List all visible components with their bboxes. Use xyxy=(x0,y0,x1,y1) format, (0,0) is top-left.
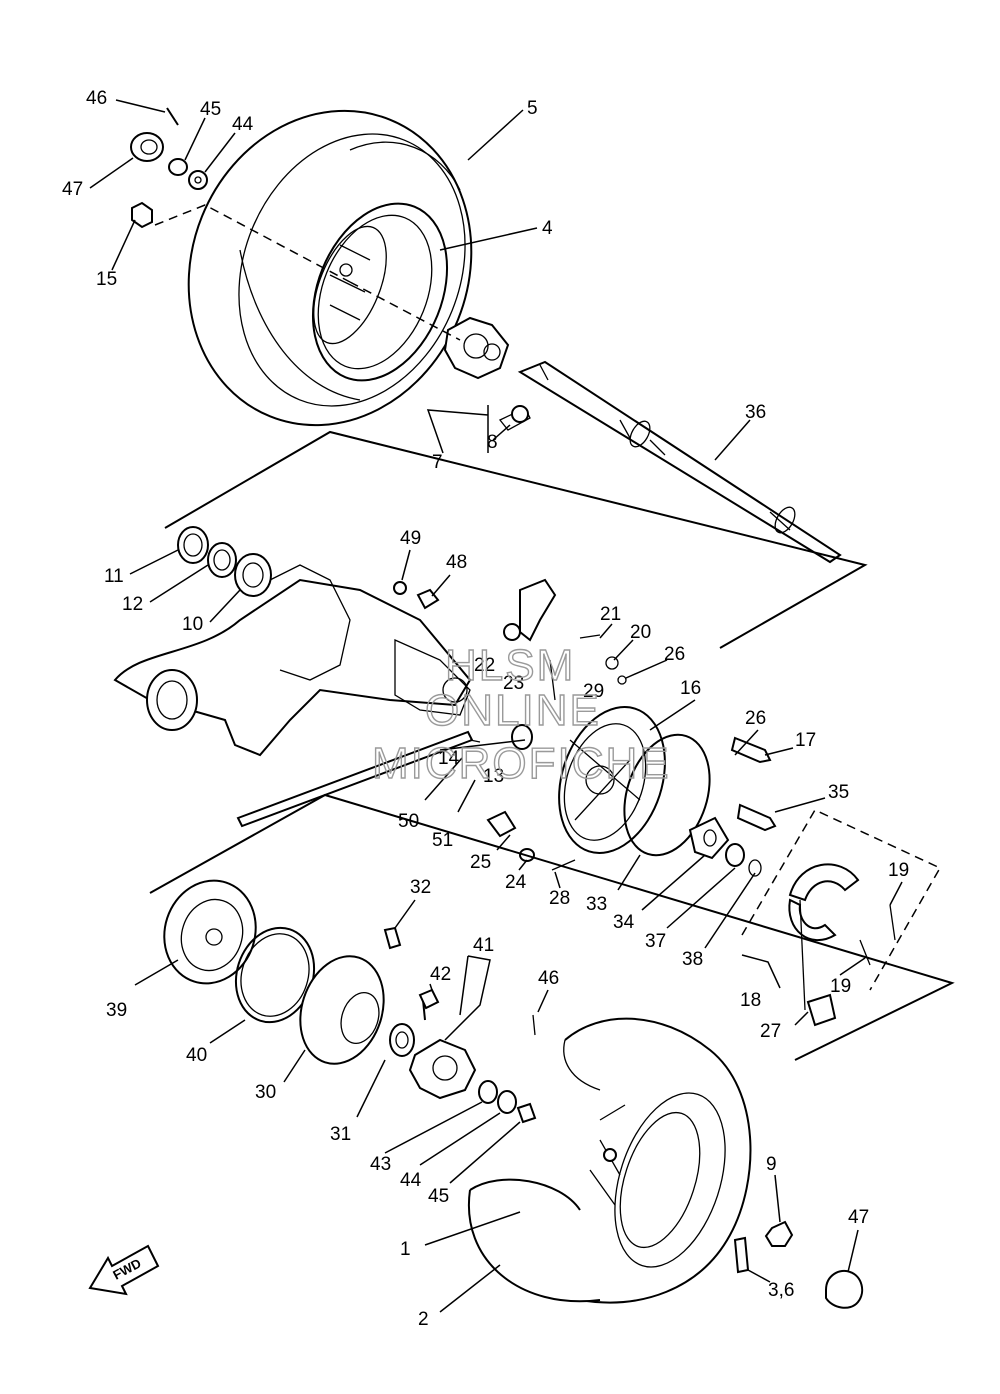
callout-47: 47 xyxy=(62,179,83,200)
callout-16: 16 xyxy=(680,678,701,699)
callout-26-upper: 26 xyxy=(664,644,685,665)
callout-2: 2 xyxy=(418,1309,429,1330)
rear-axle-shaft xyxy=(517,360,842,564)
callout-35: 35 xyxy=(828,782,849,803)
callout-9: 9 xyxy=(766,1154,777,1175)
callout-46: 46 xyxy=(86,88,107,109)
callout-1: 1 xyxy=(400,1239,411,1260)
callout-50: 50 xyxy=(398,811,419,832)
brake-backing-plate xyxy=(511,706,777,854)
callout-labels: 46 45 44 47 15 5 4 8 7 36 11 12 10 49 48… xyxy=(62,88,909,1330)
callout-45-lower: 45 xyxy=(428,1186,449,1207)
callout-44-lower: 44 xyxy=(400,1170,422,1191)
forward-direction-arrow: FWD xyxy=(88,1244,160,1296)
callout-48: 48 xyxy=(446,552,467,573)
callout-47-lower: 47 xyxy=(848,1207,869,1228)
callout-43: 43 xyxy=(370,1154,391,1175)
watermark-line-1: HLSM xyxy=(445,641,575,690)
brake-drum-cover xyxy=(163,879,415,1065)
callout-17: 17 xyxy=(795,730,816,751)
callout-20: 20 xyxy=(630,622,651,643)
callout-44: 44 xyxy=(232,114,254,135)
lower-group-outline xyxy=(149,793,955,1061)
housing-bearings xyxy=(177,526,440,610)
callout-30: 30 xyxy=(255,1082,276,1103)
axle-housing xyxy=(113,564,472,757)
watermark: HLSM ONLINE MICROFICHE xyxy=(371,640,671,788)
lower-hub-flange xyxy=(408,988,537,1124)
watermark-line-3: MICROFICHE xyxy=(372,739,671,788)
callout-42: 42 xyxy=(430,964,451,985)
upper-hub-flange xyxy=(443,316,531,431)
callout-33: 33 xyxy=(586,894,607,915)
callout-40: 40 xyxy=(186,1045,207,1066)
callout-18: 18 xyxy=(740,990,761,1011)
brake-shoes xyxy=(788,863,896,1027)
callout-23: 23 xyxy=(503,673,524,694)
upper-fasteners xyxy=(130,107,461,341)
callout-28: 28 xyxy=(549,888,570,909)
callout-8: 8 xyxy=(487,432,498,453)
brake-o-ring-seals xyxy=(623,733,762,877)
callout-22: 22 xyxy=(474,655,495,676)
callout-3-6: 3,6 xyxy=(768,1280,794,1301)
callout-29: 29 xyxy=(583,681,604,702)
callout-14: 14 xyxy=(438,748,460,769)
callout-45: 45 xyxy=(200,99,221,120)
callout-21: 21 xyxy=(600,604,621,625)
brake-cam-parts xyxy=(503,578,627,701)
callout-11: 11 xyxy=(104,566,124,587)
callout-49: 49 xyxy=(400,528,421,549)
callout-24: 24 xyxy=(505,872,527,893)
callout-10: 10 xyxy=(182,614,203,635)
callout-7: 7 xyxy=(432,452,443,473)
callout-27: 27 xyxy=(760,1021,781,1042)
callout-41: 41 xyxy=(473,935,494,956)
lower-tire-assembly xyxy=(467,1017,864,1309)
callout-46-lower: 46 xyxy=(538,968,559,989)
callout-5: 5 xyxy=(527,98,538,119)
callout-32: 32 xyxy=(410,877,431,898)
brake-shoe-group-box xyxy=(741,809,942,991)
callout-39: 39 xyxy=(106,1000,127,1021)
callout-37: 37 xyxy=(645,931,666,952)
callout-51: 51 xyxy=(432,830,453,851)
upper-tire-assembly xyxy=(187,109,473,427)
callout-19-lower: 19 xyxy=(830,976,851,997)
callout-31: 31 xyxy=(330,1124,351,1145)
callout-12: 12 xyxy=(122,594,143,615)
callout-15: 15 xyxy=(96,269,117,290)
callout-4: 4 xyxy=(542,218,553,239)
leader-lines xyxy=(89,99,903,1313)
callout-25: 25 xyxy=(470,852,491,873)
housing-group-outline xyxy=(164,430,868,649)
callout-36: 36 xyxy=(745,402,766,423)
watermark-line-2: ONLINE xyxy=(425,686,601,735)
callout-38: 38 xyxy=(682,949,703,970)
callout-34: 34 xyxy=(613,912,635,933)
callout-13: 13 xyxy=(483,766,504,787)
callout-19-upper: 19 xyxy=(888,860,909,881)
callout-26-lower: 26 xyxy=(745,708,766,729)
